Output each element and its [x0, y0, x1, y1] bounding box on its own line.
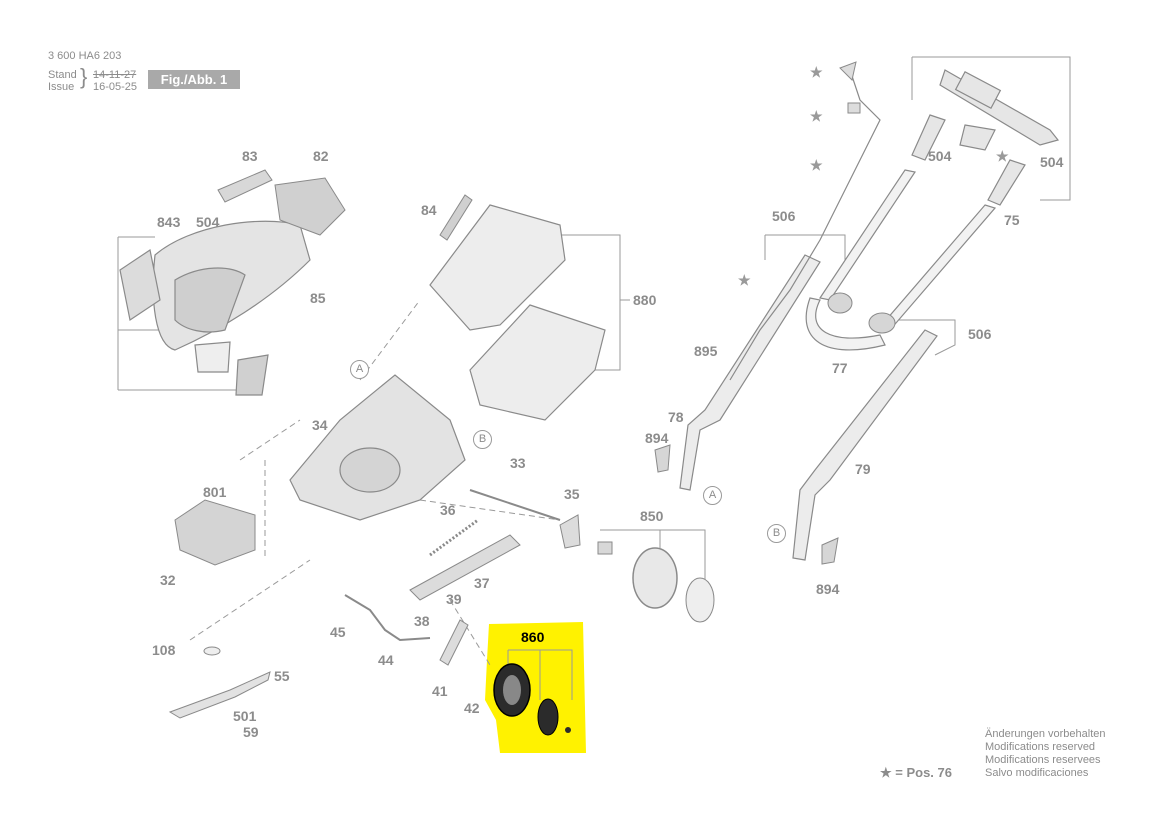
part-860: 860 — [521, 629, 545, 645]
notice-line-fr: Modifications reservees — [985, 754, 1101, 766]
part-37: 37 — [474, 575, 490, 591]
notice-line-de: Änderungen vorbehalten — [985, 728, 1106, 740]
part-32: 32 — [160, 572, 176, 588]
part-504-a: 504 — [196, 214, 220, 230]
figure-label: Fig./Abb. 1 — [148, 70, 240, 89]
part-894-a: 894 — [645, 430, 669, 446]
part-843: 843 — [157, 214, 181, 230]
notice-line-es: Salvo modificaciones — [985, 767, 1089, 779]
star-marker-3: ★ — [810, 157, 823, 173]
highlight-860 — [485, 622, 586, 753]
part-880: 880 — [633, 292, 657, 308]
star-marker-4: ★ — [738, 272, 751, 288]
part-506-a: 506 — [772, 208, 796, 224]
star-marker-5: ★ — [996, 148, 1009, 164]
part-34: 34 — [312, 417, 328, 433]
part-75: 75 — [1004, 212, 1020, 228]
part-41: 41 — [432, 683, 448, 699]
part-78: 78 — [668, 409, 684, 425]
part-504-c: 504 — [1040, 154, 1064, 170]
ref-b-1: B — [473, 430, 492, 449]
part-35: 35 — [564, 486, 580, 502]
part-45: 45 — [330, 624, 346, 640]
ref-a-2: A — [703, 486, 722, 505]
part-33: 33 — [510, 455, 526, 471]
part-55: 55 — [274, 668, 290, 684]
part-77: 77 — [832, 360, 848, 376]
star-legend: ★ = Pos. 76 — [880, 765, 952, 780]
part-39: 39 — [446, 591, 462, 607]
stand-date: 14-11-27 — [93, 69, 137, 81]
notice-line-en: Modifications reserved — [985, 741, 1096, 753]
part-506-b: 506 — [968, 326, 992, 342]
part-108: 108 — [152, 642, 176, 658]
modifications-notice: Änderungen vorbehalten Modifications res… — [985, 728, 1105, 780]
part-59: 59 — [243, 724, 259, 740]
ref-b-2: B — [767, 524, 786, 543]
part-895: 895 — [694, 343, 718, 359]
ref-a-1: A — [350, 360, 369, 379]
brace: } — [80, 64, 88, 89]
part-79: 79 — [855, 461, 871, 477]
star-marker-2: ★ — [810, 108, 823, 124]
part-44: 44 — [378, 652, 394, 668]
part-36: 36 — [440, 502, 456, 518]
part-84: 84 — [421, 202, 437, 218]
part-38: 38 — [414, 613, 430, 629]
doc-number: 3 600 HA6 203 — [48, 50, 122, 62]
stand-label: Stand — [48, 69, 77, 81]
part-850: 850 — [640, 508, 664, 524]
part-85: 85 — [310, 290, 326, 306]
issue-label: Issue — [48, 81, 75, 93]
part-801: 801 — [203, 484, 227, 500]
star-marker-1: ★ — [810, 64, 823, 80]
part-82: 82 — [313, 148, 329, 164]
part-501: 501 — [233, 708, 257, 724]
part-83: 83 — [242, 148, 258, 164]
part-504-b: 504 — [928, 148, 952, 164]
part-894-b: 894 — [816, 581, 840, 597]
issue-date: 16-05-25 — [93, 81, 138, 93]
part-42: 42 — [464, 700, 480, 716]
